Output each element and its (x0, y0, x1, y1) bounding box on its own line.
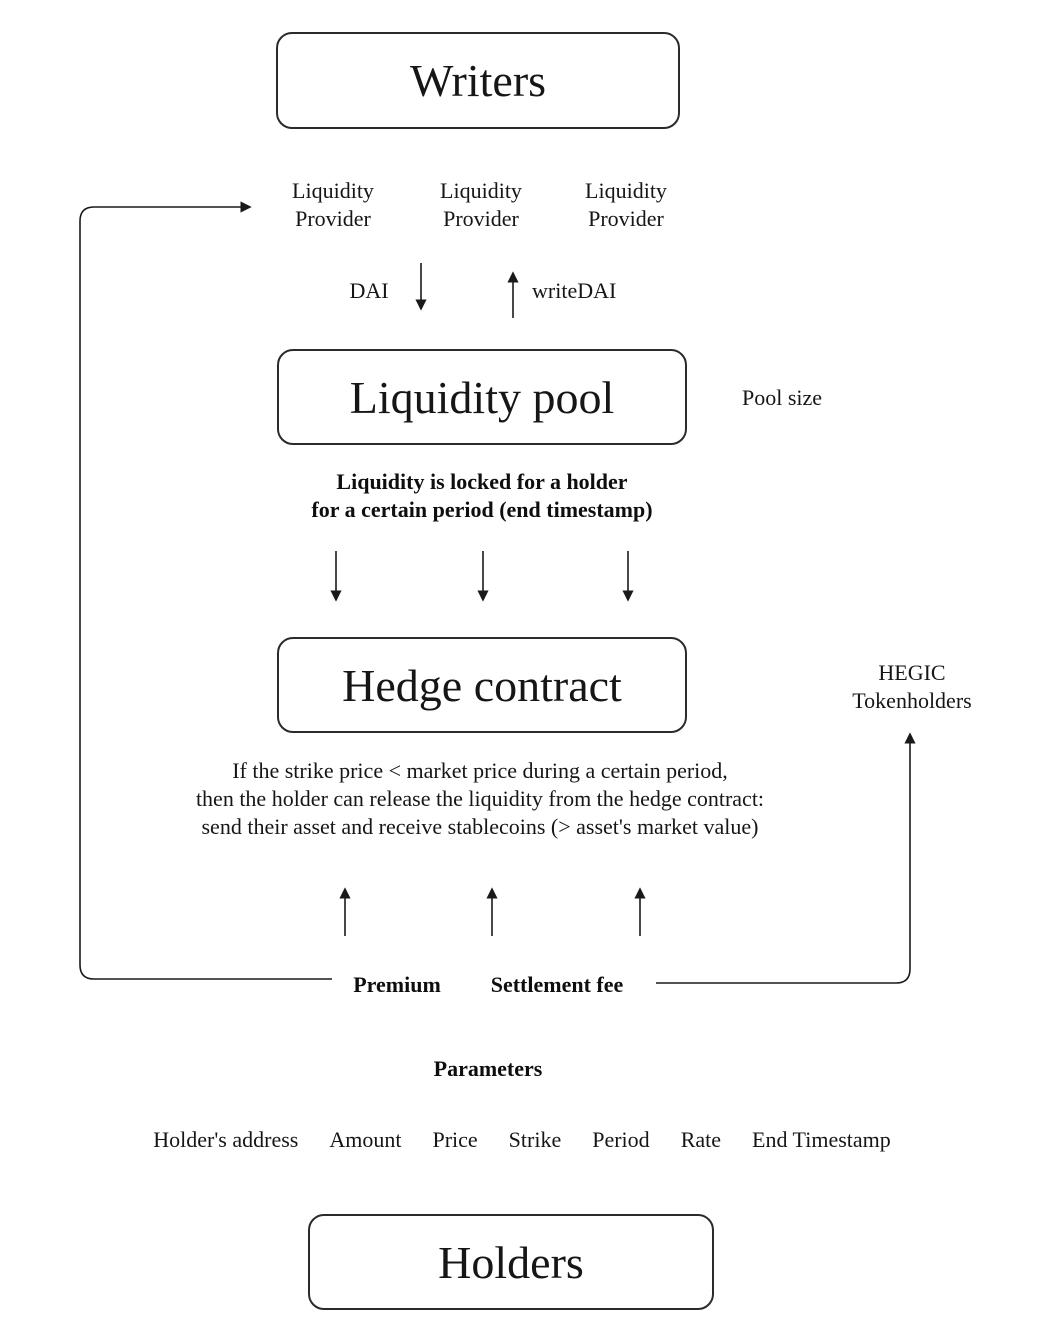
settlement-fee-label: Settlement fee (490, 972, 624, 997)
parameter-holders-address: Holder's address (153, 1127, 299, 1152)
parameter-price: Price (432, 1127, 478, 1152)
writers-node-label: Writers (409, 55, 547, 106)
release-note-line-3: send their asset and receive stablecoins… (201, 814, 759, 839)
liquidity-provider-label-2: Liquidity Provider (440, 178, 522, 231)
parameter-period: Period (592, 1127, 650, 1152)
parameter-strike: Strike (508, 1127, 562, 1152)
lock-note-line-2: for a certain period (end timestamp) (311, 497, 653, 522)
release-note-line-2: then the holder can release the liquidit… (195, 786, 765, 811)
hedge-contract-node: Hedge contract (277, 637, 687, 733)
release-note-line-1: If the strike price < market price durin… (232, 758, 728, 783)
parameter-end-timestamp: End Timestamp (752, 1127, 891, 1152)
hegic-tokenholders-label: HEGIC Tokenholders (837, 659, 987, 715)
parameter-amount: Amount (329, 1127, 402, 1152)
liquidity-provider-label-1: Liquidity Provider (292, 178, 374, 231)
parameter-rate: Rate (680, 1127, 722, 1152)
writedai-label: writeDAI (532, 278, 617, 303)
pool-size-label: Pool size (741, 385, 823, 410)
writers-node: Writers (276, 32, 680, 129)
holders-node-label: Holders (438, 1236, 584, 1288)
premium-label: Premium (353, 972, 441, 997)
parameters-row: Holder's address Amount Price Strike Per… (72, 1127, 972, 1153)
holders-node: Holders (308, 1214, 714, 1310)
parameters-title: Parameters (433, 1056, 543, 1081)
dai-label: DAI (349, 278, 389, 303)
release-note: If the strike price < market price durin… (130, 757, 830, 841)
liquidity-pool-node: Liquidity pool (277, 349, 687, 445)
hegic-line-1: HEGIC (878, 660, 946, 685)
lock-note-line-1: Liquidity is locked for a holder (336, 469, 628, 494)
hegic-line-2: Tokenholders (852, 688, 972, 713)
liquidity-pool-node-label: Liquidity pool (349, 371, 615, 423)
liquidity-provider-label-3: Liquidity Provider (585, 178, 667, 231)
lock-note: Liquidity is locked for a holder for a c… (232, 468, 732, 524)
premium-return-arrow (79, 201, 332, 980)
hedge-contract-node-label: Hedge contract (342, 659, 622, 711)
